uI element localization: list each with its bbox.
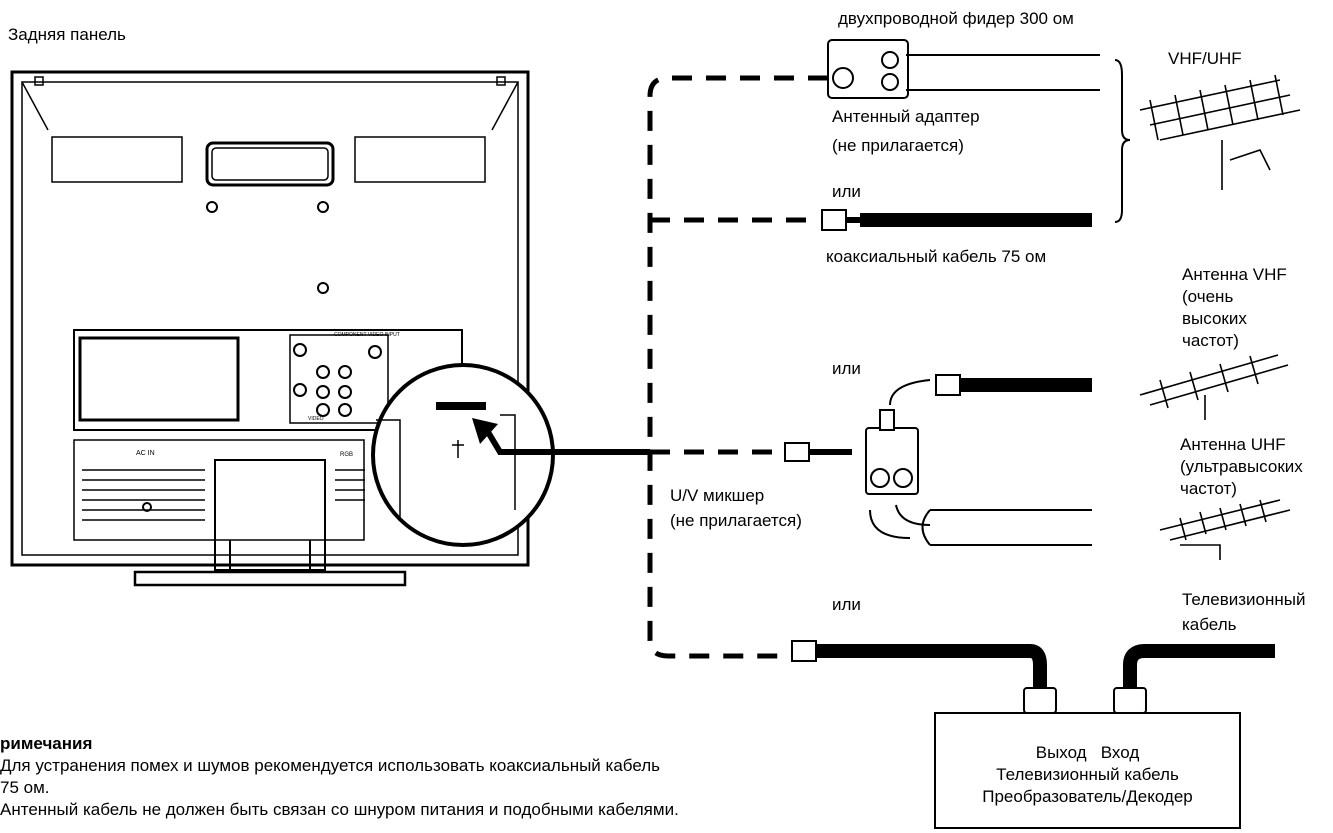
vent-grill-left — [51, 136, 183, 183]
component-label: COMPONENT VIDEO INPUT — [334, 332, 400, 338]
adapter-label-1: Антенный адаптер — [832, 107, 980, 126]
tv-cable-label-2: кабель — [1182, 615, 1237, 634]
converter-in-label: Вход — [1100, 743, 1140, 762]
converter-box — [934, 687, 1241, 829]
converter-box-text: Выход Вход Телевизионный кабель Преобраз… — [935, 742, 1240, 808]
antenna-vhf-label: Антенна VHF (очень высоких частот) — [1182, 265, 1287, 350]
tv-cable-label-1: Телевизионный — [1182, 590, 1306, 609]
handle — [205, 141, 335, 187]
uv-mixer — [865, 409, 931, 539]
vhf-antenna — [1139, 354, 1289, 420]
or-label-3: или — [832, 595, 861, 614]
input-jacks — [289, 334, 389, 424]
or-label-1: или — [832, 182, 861, 201]
or-label-2: или — [832, 359, 861, 378]
notes-line-1: Для устранения помех и шумов рекомендует… — [0, 756, 661, 775]
stand-base — [133, 570, 407, 587]
mixer-label-2: (не прилагается) — [670, 511, 802, 530]
dashed-signal-path — [647, 75, 828, 659]
antenna-input-jack — [436, 402, 486, 410]
mixer-label-1: U/V микшер — [670, 486, 765, 505]
notes-line-2: 75 ом. — [0, 778, 50, 797]
brace — [1114, 59, 1131, 223]
antenna-adapter — [827, 39, 1100, 99]
stand-neck — [214, 459, 326, 571]
notes-title: римечания — [0, 734, 93, 753]
coax-cables — [784, 209, 1275, 690]
ac-in-label: AC IN — [136, 450, 155, 457]
vhf-uhf-antenna — [1139, 74, 1301, 190]
uhf-antenna — [1159, 499, 1291, 560]
rgb-label: RGB — [340, 452, 354, 458]
vent-grill-right — [354, 136, 486, 183]
adapter-label-2: (не прилагается) — [832, 136, 964, 155]
notes-section: римечания Для устранения помех и шумов р… — [0, 733, 679, 821]
converter-out-label: Выход — [1035, 743, 1087, 762]
coax-75-label: коаксиальный кабель 75 ом — [826, 247, 1047, 266]
display-cutout — [78, 336, 240, 422]
video-label: VIDEO — [308, 416, 324, 422]
connection-arrow — [472, 418, 650, 455]
notes-line-3: Антенный кабель не должен быть связан со… — [0, 800, 679, 819]
twin-lead-label: двухпроводной фидер 300 ом — [838, 9, 1074, 28]
vhf-uhf-label: VHF/UHF — [1168, 49, 1242, 68]
converter-line2: Телевизионный кабель — [996, 765, 1179, 784]
antenna-uhf-label: Антенна UHF (ультравысоких частот) — [1180, 435, 1303, 498]
rear-panel-label: Задняя панель — [8, 25, 126, 44]
converter-line3: Преобразователь/Декодер — [982, 787, 1193, 806]
